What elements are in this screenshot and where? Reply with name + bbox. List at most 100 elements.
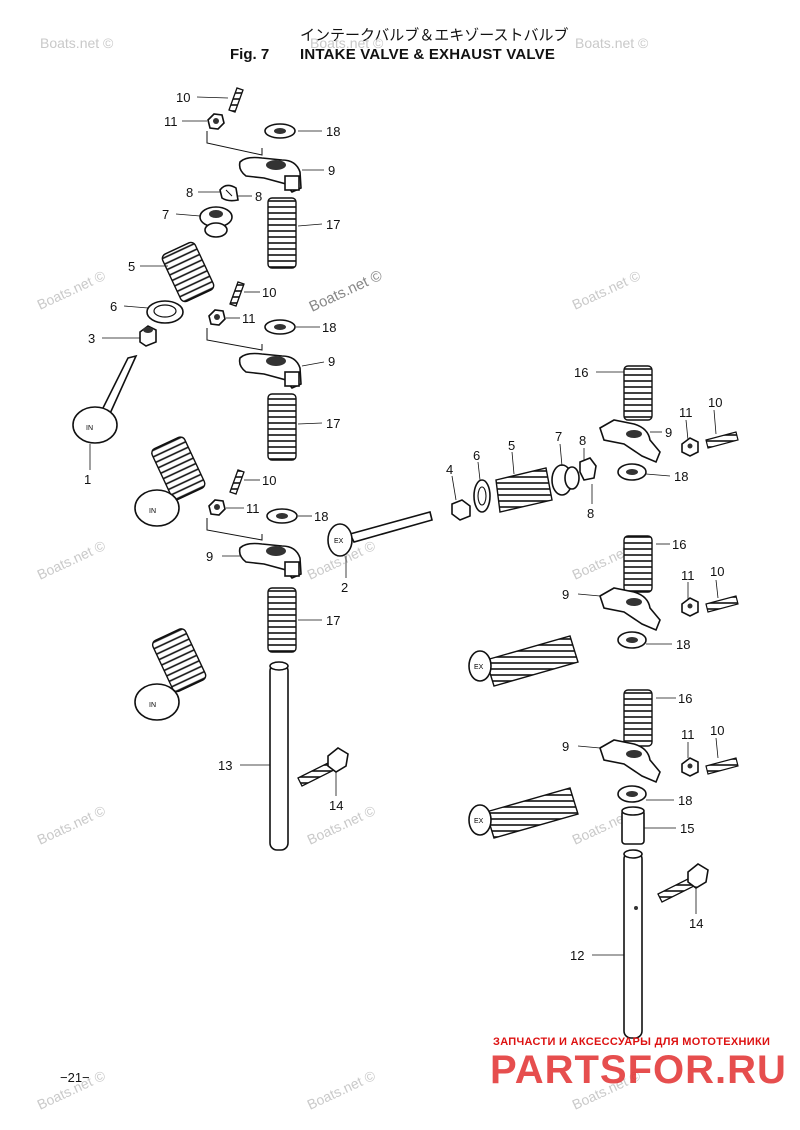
left-upper-assembly: IN	[72, 87, 302, 444]
exhaust-valve-assembled: EX	[468, 635, 579, 687]
exhaust-valve-assembled: EX	[468, 787, 579, 839]
callout-label: 3	[88, 331, 95, 346]
callout-label: 11	[679, 405, 693, 420]
rocker-shaft	[269, 661, 289, 851]
page-number: −21−	[60, 1070, 90, 1085]
left-lower-assembly: IN	[134, 469, 349, 851]
spacer-collar	[621, 806, 645, 845]
callout-label: 10	[710, 564, 724, 579]
callout-label: 11	[681, 727, 695, 742]
intake-valve: IN	[72, 354, 138, 444]
washer	[264, 123, 296, 139]
callout-label: 14	[689, 916, 703, 931]
callout-label: 18	[678, 793, 692, 808]
watermarks: Boats.net © Boats.net © Boats.net © Boat…	[35, 35, 650, 1113]
rocker-shaft	[623, 849, 643, 1039]
valve-spring	[267, 197, 297, 269]
callout-label: 17	[326, 613, 340, 628]
title-japanese: インテークバルブ＆エキゾーストバルブ	[300, 26, 569, 44]
callout-label: 10	[262, 473, 276, 488]
callout-label: 11	[681, 568, 695, 583]
callout-label: 11	[246, 501, 260, 516]
valve-collet	[219, 184, 239, 202]
callout-label: 18	[314, 509, 328, 524]
callout-label: 9	[206, 549, 213, 564]
spring-retainer	[551, 464, 580, 496]
callout-label: 18	[676, 637, 690, 652]
callout-label: 5	[508, 438, 515, 453]
watermark-text: Boats.net ©	[310, 35, 384, 51]
exhaust-mark: EX	[474, 664, 484, 671]
callout-label: 11	[164, 114, 178, 129]
exhaust-mark: EX	[474, 818, 484, 825]
intake-mark: IN	[149, 508, 156, 515]
callout-label: 6	[110, 299, 117, 314]
rocker-arm	[238, 156, 302, 193]
right-upper-assembly	[599, 365, 739, 481]
callout-label: 8	[579, 433, 586, 448]
callout-label: 17	[326, 217, 340, 232]
exhaust-valve: EX	[327, 511, 433, 557]
callout-label: 9	[665, 425, 672, 440]
callout-label: 18	[674, 469, 688, 484]
stem-seal	[139, 325, 157, 347]
callout-label: 12	[570, 948, 584, 963]
shaft-bolt	[657, 863, 709, 903]
intake-mark: IN	[149, 702, 156, 709]
callout-label: 8	[186, 185, 193, 200]
callout-label: 13	[218, 758, 232, 773]
callout-label: 4	[446, 462, 453, 477]
callout-label: 6	[473, 448, 480, 463]
watermark-text: Boats.net ©	[575, 35, 649, 51]
exhaust-valve-exploded: EX	[327, 457, 597, 557]
watermark-text: Boats.net ©	[35, 267, 109, 313]
callout-label: 1	[84, 472, 91, 487]
spring-seat	[473, 479, 491, 513]
watermark-text: Boats.net ©	[305, 1067, 379, 1113]
callout-label: 9	[562, 739, 569, 754]
adjusting-screw	[228, 87, 244, 113]
callout-label: 15	[680, 821, 694, 836]
callout-label: 8	[255, 189, 262, 204]
callout-label: 18	[326, 124, 340, 139]
watermark-text: Boats.net ©	[35, 537, 109, 583]
callout-label: 18	[322, 320, 336, 335]
valve-spring	[161, 241, 215, 303]
lock-nut	[207, 113, 225, 130]
brand-tagline: ЗАПЧАСТИ И АКСЕССУАРЫ ДЛЯ МОТОТЕХНИКИ	[493, 1036, 771, 1048]
valve-spring	[495, 467, 553, 513]
callout-label: 16	[574, 365, 588, 380]
callout-label: 7	[162, 207, 169, 222]
callout-label: 10	[262, 285, 276, 300]
figure-title: INTAKE VALVE & EXHAUST VALVE	[300, 46, 556, 63]
callout-label: 9	[328, 354, 335, 369]
figure-label: Fig. 7	[230, 46, 270, 63]
callout-label: 10	[710, 723, 724, 738]
callout-label: 5	[128, 259, 135, 274]
callout-label: 10	[176, 90, 190, 105]
exhaust-mark: EX	[334, 538, 344, 545]
callout-label: 9	[562, 587, 569, 602]
shaft-bolt	[297, 747, 349, 787]
callout-label: 10	[708, 395, 722, 410]
callout-label: 17	[326, 416, 340, 431]
spring-seat	[146, 300, 184, 324]
valve-collet	[579, 457, 597, 481]
callout-label: 16	[678, 691, 692, 706]
right-middle-assembly: EX	[468, 535, 739, 687]
callout-labels: 10 11 18 9 8 8 7 17 5 6 3 1 10 11 18 9 1…	[84, 90, 724, 963]
callout-label: 11	[242, 311, 256, 326]
callout-label: 9	[328, 163, 335, 178]
callout-label: 2	[341, 580, 348, 595]
callout-label: 16	[672, 537, 686, 552]
watermark-text: Boats.net ©	[40, 35, 114, 51]
stem-seal	[451, 499, 471, 521]
intake-valve-assembled: IN	[134, 628, 207, 721]
intake-valve-assembled: IN	[134, 436, 206, 527]
intake-mark: IN	[86, 425, 93, 432]
callout-label: 8	[587, 506, 594, 521]
watermark-text: Boats.net ©	[35, 802, 109, 848]
left-middle-assembly: IN	[134, 281, 302, 527]
callout-label: 14	[329, 798, 343, 813]
callout-label: 7	[555, 429, 562, 444]
